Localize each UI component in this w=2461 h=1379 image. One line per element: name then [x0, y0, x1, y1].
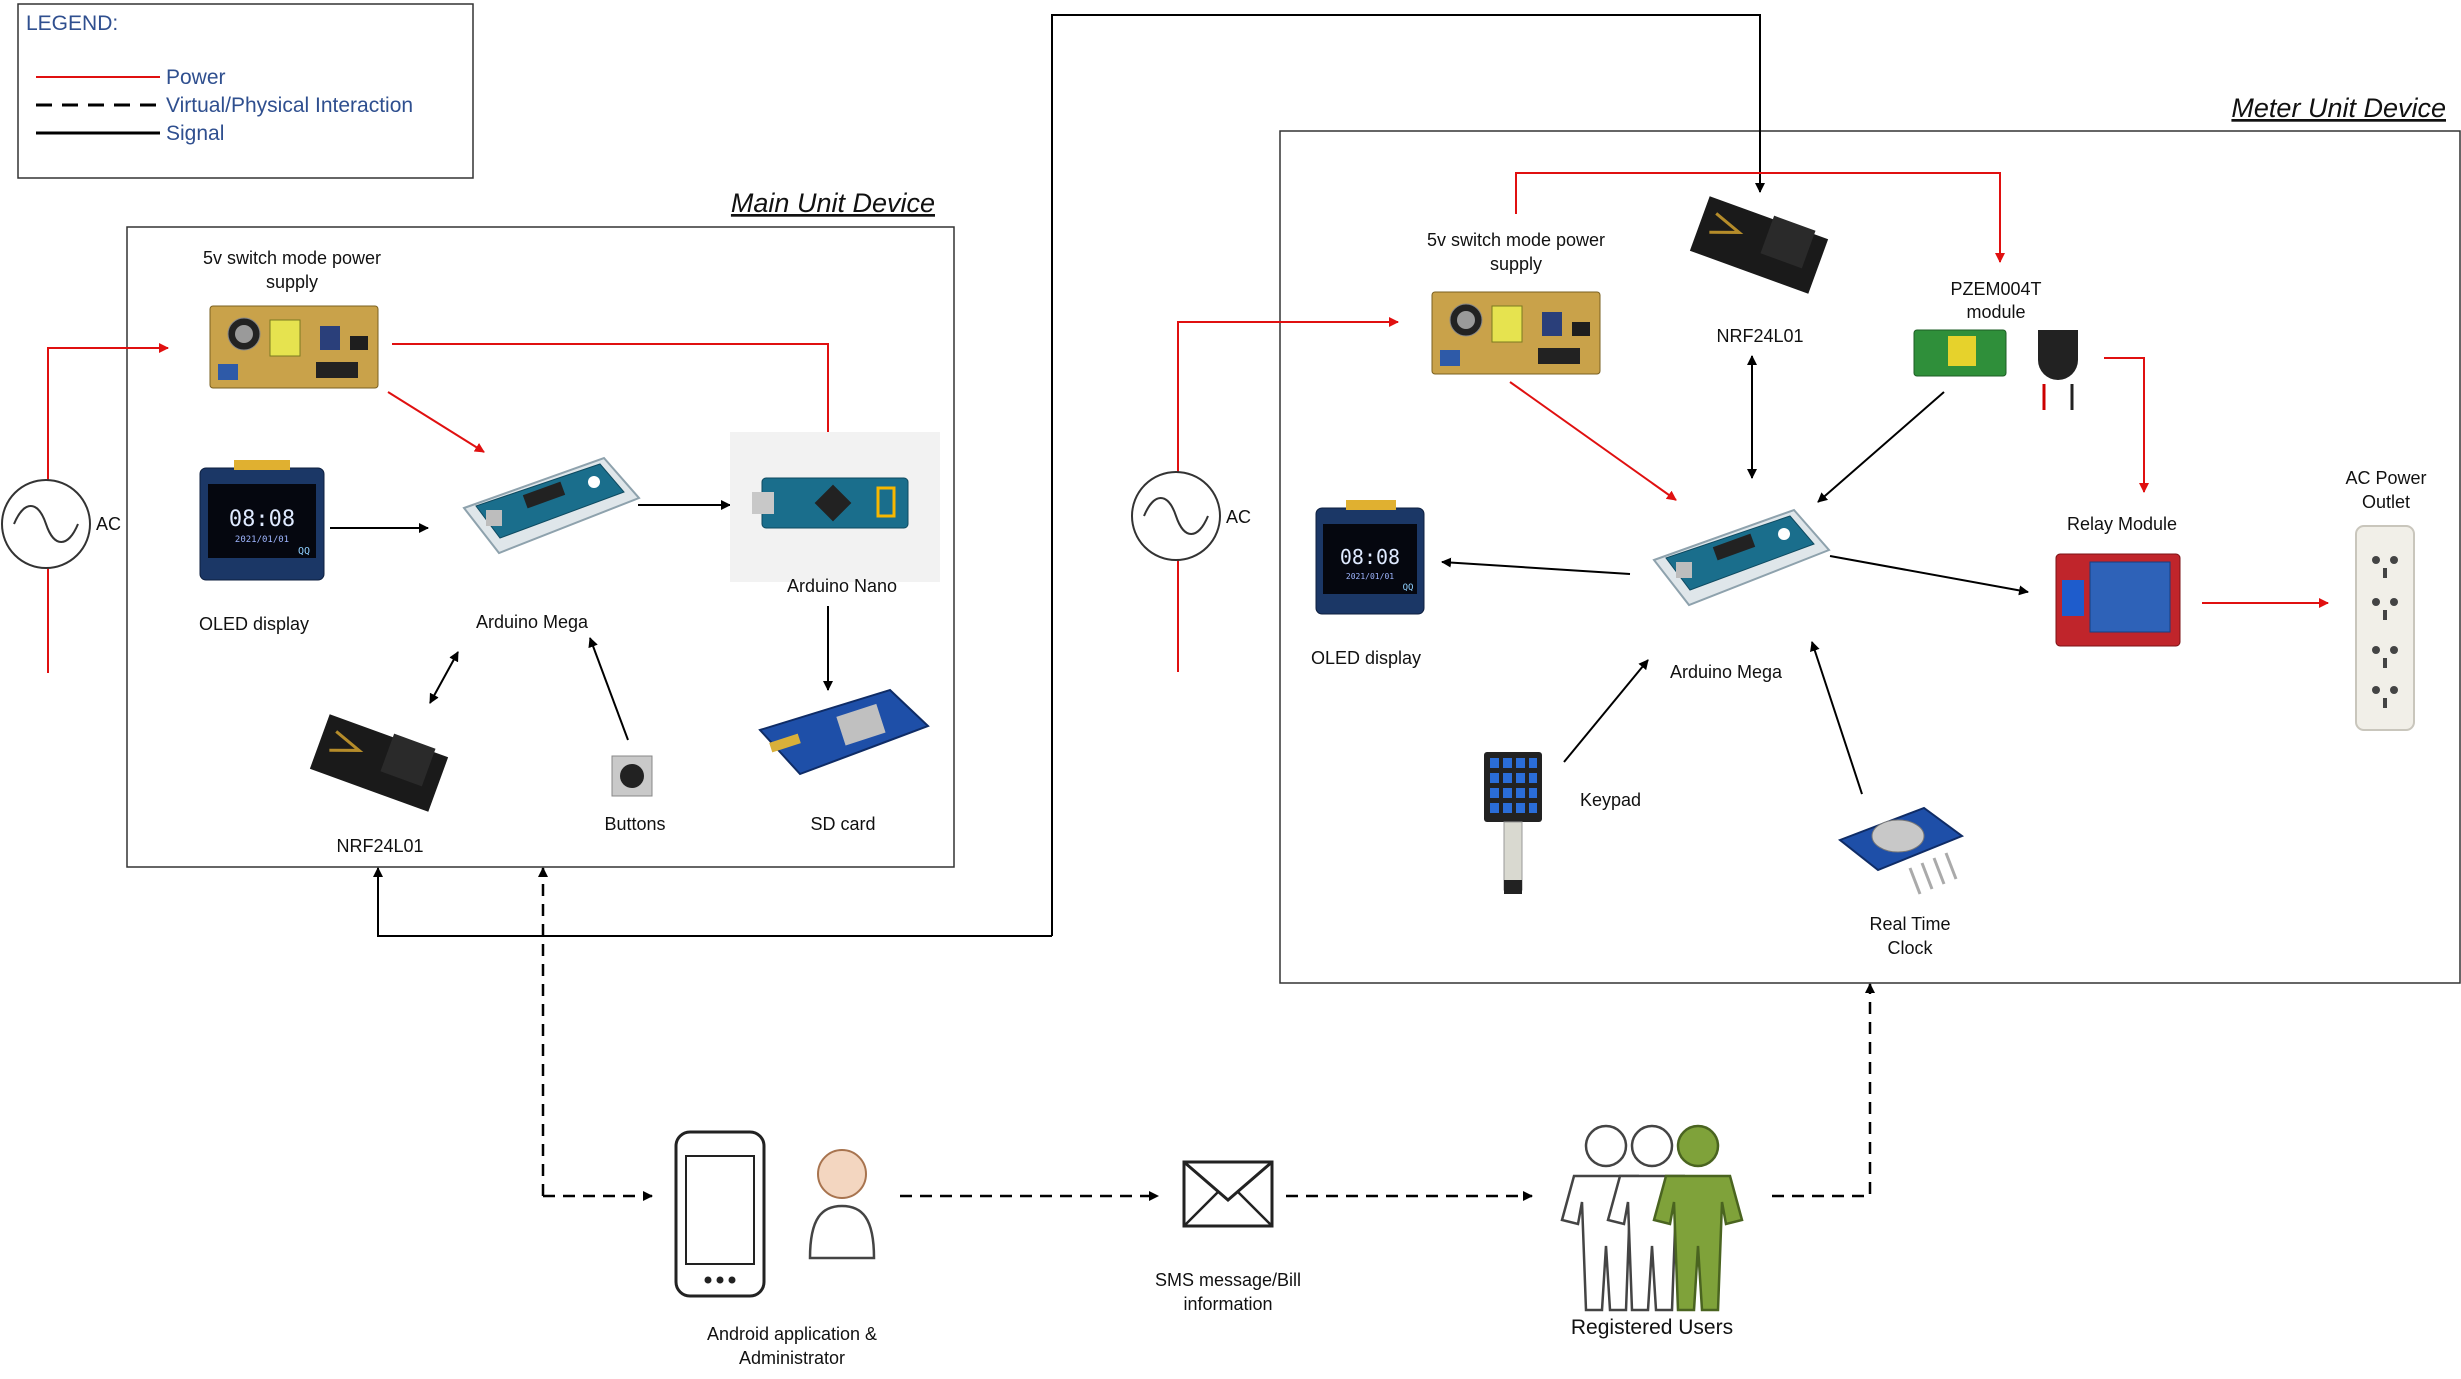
meter-oled-display: 08:08 2021/01/01 QQ [1315, 500, 1425, 615]
current-transformer-icon [2038, 330, 2078, 380]
main-ac-source: AC [1, 479, 121, 569]
meter-power-supply-label-1: 5v switch mode power [1427, 230, 1605, 250]
main-nano-label: Arduino Nano [787, 576, 897, 596]
main-nrf-mega-signal [429, 651, 459, 704]
users-meter-interaction [1772, 983, 1875, 1198]
main-buttons-label: Buttons [604, 814, 665, 834]
wireless-link-meter [1051, 14, 1765, 936]
meter-mega-label: Arduino Mega [1670, 662, 1783, 682]
meter-ac-label: AC [1226, 507, 1251, 527]
main-mega-label: Arduino Mega [476, 612, 589, 632]
sine-wave-icon [1143, 497, 1209, 535]
meter-power-supply-label-2: supply [1490, 254, 1542, 274]
main-buttons-mega-signal [588, 637, 629, 741]
legend-power-label: Power [166, 66, 226, 89]
meter-keypad [1484, 752, 1542, 894]
coin-battery-icon [1871, 819, 1925, 853]
meter-ac-outlet [2355, 525, 2415, 731]
meter-pzem-label-2: module [1966, 302, 2025, 322]
android-admin-label-1: Android application & [707, 1324, 877, 1344]
main-buttons [611, 755, 653, 797]
connections [47, 14, 2329, 1201]
main-oled-time: 08:08 [229, 507, 295, 532]
main-oled-label: OLED display [199, 614, 309, 634]
meter-relay-label: Relay Module [2067, 514, 2177, 534]
meter-relay-module [2055, 553, 2181, 647]
main-oled-date: 2021/01/01 [235, 535, 289, 545]
sine-wave-icon [13, 505, 79, 543]
meter-rtc-mega-signal [1810, 641, 1863, 795]
meter-keypad-label: Keypad [1580, 790, 1641, 810]
android-admin-label-2: Administrator [739, 1348, 845, 1368]
meter-rtc [1837, 806, 1965, 895]
meter-mega-relay-signal [1829, 555, 2029, 596]
meter-keypad-mega-signal [1563, 659, 1649, 763]
user-figure-right [1652, 1124, 1744, 1312]
meter-psu-mega-power [1509, 381, 1677, 501]
legend: LEGEND: Power Virtual/Physical Interacti… [17, 3, 474, 179]
legend-interaction-label: Virtual/Physical Interaction [166, 94, 413, 117]
meter-mega-oled-signal [1441, 557, 1631, 575]
main-arduino-nano [730, 432, 940, 582]
registered-users-icon [1560, 1124, 1744, 1312]
envelope-icon [1182, 1160, 1274, 1228]
smartphone-icon [674, 1130, 766, 1298]
transformer-icon [1491, 305, 1523, 343]
main-power-supply-label-1: 5v switch mode power [203, 248, 381, 268]
transformer-icon [269, 319, 301, 357]
meter-pzem-mega-signal [1817, 391, 1945, 503]
main-ac-label: AC [96, 514, 121, 534]
meter-ct-relay-power [2104, 357, 2149, 493]
registered-users-label: Registered Users [1571, 1316, 1733, 1339]
meter-outlet-label-2: Outlet [2362, 492, 2410, 512]
meter-oled-date: 2021/01/01 [1346, 572, 1394, 581]
wireless-link-main [373, 867, 1052, 937]
main-sd-card [758, 688, 930, 776]
legend-signal-label: Signal [166, 122, 224, 145]
meter-nrf24l01 [1689, 196, 1829, 294]
administrator-icon [808, 1149, 876, 1260]
sms-label-1: SMS message/Bill [1155, 1270, 1301, 1290]
sms-label-2: information [1183, 1294, 1272, 1314]
meter-arduino-mega [1652, 508, 1831, 607]
legend-title: LEGEND: [26, 12, 118, 35]
meter-nrf-label: NRF24L01 [1716, 326, 1803, 346]
main-psu-nano-power [392, 343, 833, 453]
meter-pzem-label-1: PZEM004T [1950, 279, 2041, 299]
main-nrf24l01 [309, 714, 449, 812]
main-sd-label: SD card [810, 814, 875, 834]
main-oled-tag: QQ [298, 546, 310, 557]
meter-oled-time: 08:08 [1340, 545, 1400, 569]
main-power-supply-label-2: supply [266, 272, 318, 292]
meter-oled-label: OLED display [1311, 648, 1421, 668]
meter-rtc-label-1: Real Time [1869, 914, 1950, 934]
main-unit-title: Main Unit Device [731, 188, 935, 218]
meter-outlet-label-1: AC Power [2345, 468, 2426, 488]
meter-psu-pzem-power [1515, 172, 2005, 263]
main-power-supply [209, 305, 379, 389]
meter-oled-tag: QQ [1403, 583, 1414, 593]
main-psu-mega-power [387, 391, 485, 453]
meter-unit-title: Meter Unit Device [2231, 93, 2446, 123]
main-arduino-mega [462, 456, 641, 555]
meter-rtc-label-2: Clock [1887, 938, 1933, 958]
main-nrf-label: NRF24L01 [336, 836, 423, 856]
meter-ac-source: AC [1131, 471, 1251, 561]
meter-power-supply [1431, 291, 1601, 375]
main-oled-display: 08:08 2021/01/01 QQ [199, 460, 325, 581]
meter-pzem-module [1913, 329, 2078, 410]
